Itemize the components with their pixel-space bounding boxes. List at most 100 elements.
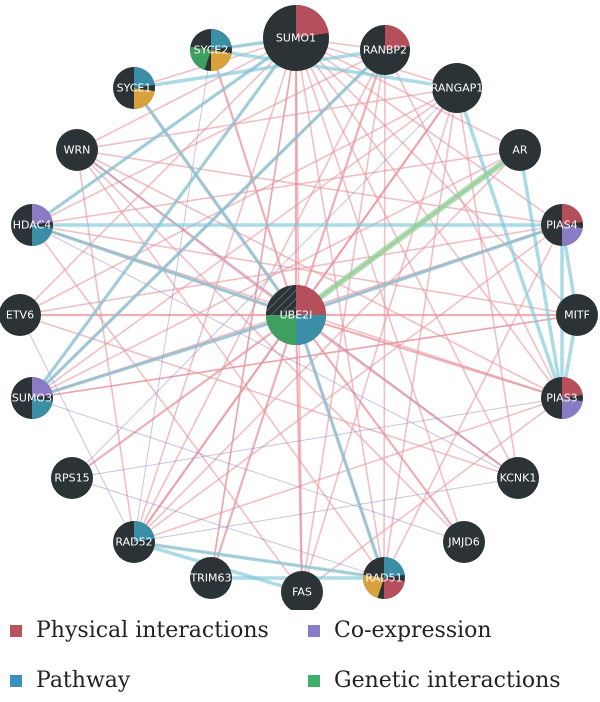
node-etv6[interactable]: ETV6 <box>0 294 41 336</box>
edge-physical <box>31 149 521 399</box>
node-circle <box>499 129 541 171</box>
edge-physical <box>133 224 563 543</box>
edge-physical <box>76 149 563 226</box>
edge-physical <box>301 49 386 593</box>
node-fas[interactable]: FAS <box>281 571 323 610</box>
node-slice-physical <box>296 285 326 315</box>
node-ube2i[interactable]: UBE2I <box>266 285 326 345</box>
edge-physical <box>383 224 563 579</box>
node-slice-physical <box>562 204 583 225</box>
edge-pathway <box>132 48 387 90</box>
node-slice-hatched <box>266 285 296 315</box>
node-sumo3[interactable]: SUMO3 <box>11 377 53 419</box>
legend-swatch-genetic <box>308 674 320 687</box>
node-label: RAD51 <box>365 572 402 585</box>
edge-physical <box>76 149 465 543</box>
node-label: RANGAP1 <box>431 82 484 95</box>
node-pias4[interactable]: PIAS4 <box>541 204 583 246</box>
legend-swatch-pathway <box>10 674 22 687</box>
node-label: AR <box>512 144 528 157</box>
node-kcnk1[interactable]: KCNK1 <box>497 457 539 499</box>
node-slice-genetic <box>190 46 211 70</box>
legend-label-coexpression: Co-expression <box>334 618 492 643</box>
legend-item-physical: Physical interactions <box>10 618 269 643</box>
legend-swatch-physical <box>10 624 22 637</box>
edge-physical <box>383 87 458 579</box>
edge-physical <box>133 49 386 543</box>
node-slice-pathway <box>211 29 232 50</box>
edge-pathway <box>132 540 386 580</box>
node-rad52[interactable]: RAD52 <box>113 521 155 563</box>
node-slice-physical <box>385 25 410 50</box>
edge-pathway <box>294 313 386 580</box>
node-slice-coexpression <box>562 225 583 246</box>
edge-pathway <box>30 48 387 400</box>
node-label: PIAS3 <box>546 392 577 405</box>
node-slice-pathway <box>134 521 155 542</box>
node-label: UBE2I <box>280 309 313 322</box>
edge-physical <box>133 149 521 543</box>
node-label: RANBP2 <box>363 44 407 57</box>
edge-physical <box>295 37 519 479</box>
edge-pathway <box>30 313 298 400</box>
legend-label-pathway: Pathway <box>36 668 131 693</box>
node-hdac4[interactable]: HDAC4 <box>11 204 53 246</box>
edge-physical <box>31 149 521 226</box>
legend-label-physical: Physical interactions <box>36 618 269 643</box>
edge-physical <box>383 49 386 579</box>
edge-physical <box>295 37 578 316</box>
node-trim63[interactable]: TRIM63 <box>189 557 232 599</box>
node-ar[interactable]: AR <box>499 129 541 171</box>
legend: Physical interactions Co-expression Path… <box>0 612 600 702</box>
edge-coexpression <box>31 397 465 543</box>
node-slice-pathway <box>32 225 53 246</box>
node-slice-pathway <box>384 557 405 578</box>
node-slice-physical <box>384 578 405 599</box>
edge-physical <box>75 148 298 317</box>
edge-physical <box>76 149 135 543</box>
edge-pathway <box>294 223 564 317</box>
node-mitf[interactable]: MITF <box>556 294 598 336</box>
node-rps15[interactable]: RPS15 <box>51 457 93 499</box>
node-circle <box>281 571 323 610</box>
node-label: PIAS4 <box>546 219 577 232</box>
edge-physical <box>295 37 385 579</box>
node-pias3[interactable]: PIAS3 <box>541 377 583 419</box>
node-circle <box>56 129 98 171</box>
edge-coexpression <box>133 477 519 543</box>
legend-item-coexpression: Co-expression <box>308 618 492 643</box>
node-circle <box>0 294 41 336</box>
node-label: KCNK1 <box>500 472 537 485</box>
node-label: SUMO1 <box>276 32 316 45</box>
node-rad51[interactable]: RAD51 <box>363 557 405 599</box>
legend-swatch-coexpression <box>308 624 320 637</box>
node-circle <box>497 457 539 499</box>
edge-coexpression <box>71 397 563 479</box>
edge-physical <box>209 313 298 580</box>
node-circle <box>432 63 482 113</box>
edge-physical <box>76 37 297 151</box>
node-label: FAS <box>292 586 312 599</box>
edge-physical <box>76 87 458 151</box>
node-slice-pathway <box>134 67 155 88</box>
node-slice-physical <box>562 377 583 398</box>
node-sumo1[interactable]: SUMO1 <box>263 5 329 71</box>
edge-physical <box>31 49 386 226</box>
edge-physical <box>70 313 298 480</box>
node-label: SYCE2 <box>194 44 229 57</box>
node-label: MITF <box>564 309 590 322</box>
edge-coexpression <box>71 87 458 479</box>
node-syce1[interactable]: SYCE1 <box>113 67 155 109</box>
legend-label-genetic: Genetic interactions <box>334 668 561 693</box>
node-ranbp2[interactable]: RANBP2 <box>360 25 410 75</box>
node-wrn[interactable]: WRN <box>56 129 98 171</box>
node-rangap1[interactable]: RANGAP1 <box>431 63 484 113</box>
node-slice-physical <box>296 5 329 38</box>
node-circle <box>51 457 93 499</box>
edge-physical <box>301 87 458 593</box>
node-jmjd6[interactable]: JMJD6 <box>443 521 485 563</box>
node-label: SYCE1 <box>117 82 152 95</box>
node-syce2[interactable]: SYCE2 <box>190 29 232 71</box>
